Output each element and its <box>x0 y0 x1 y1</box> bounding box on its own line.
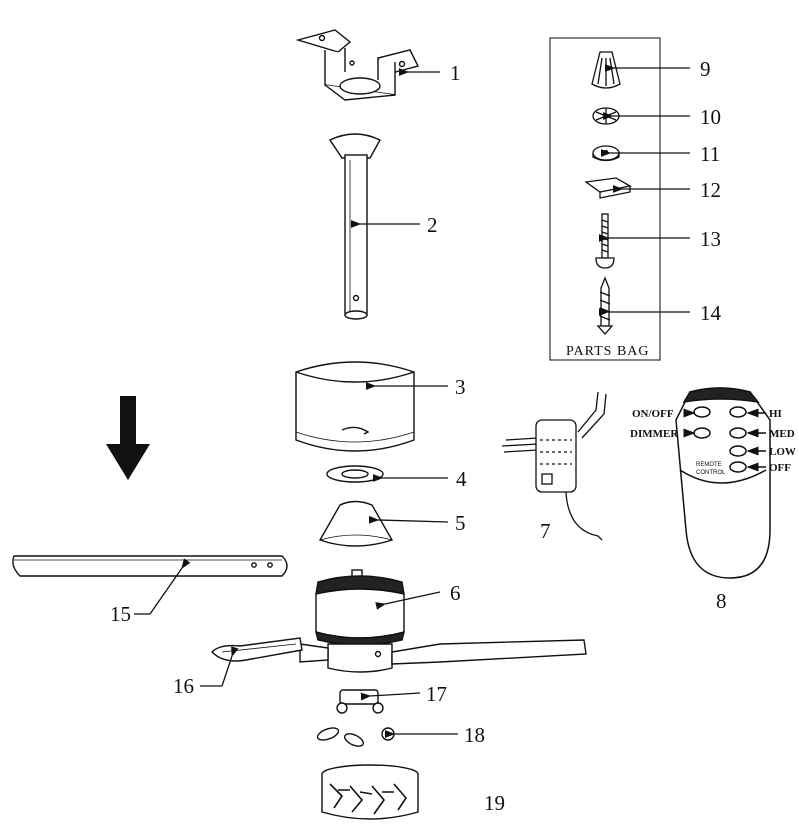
part-number-11: 11 <box>700 142 720 166</box>
canopy <box>295 361 415 452</box>
part-number-13: 13 <box>700 227 721 251</box>
part-number-3: 3 <box>455 375 466 399</box>
machine-screw <box>595 213 615 269</box>
wire-nut <box>591 51 621 89</box>
switch-housing <box>299 639 587 673</box>
remote-text-line2: CONTROL <box>696 470 726 476</box>
part-number-18: 18 <box>464 723 485 747</box>
wood-screw <box>596 276 614 335</box>
part-number-14: 14 <box>700 301 722 325</box>
part-number-1: 1 <box>450 61 461 85</box>
part-number-17: 17 <box>426 682 447 706</box>
remote-label-low: LOW <box>769 446 796 458</box>
blade-iron <box>211 637 303 662</box>
remote-label-med: MED <box>769 428 795 440</box>
light-kit-fitter <box>336 689 384 714</box>
part-number-9: 9 <box>700 57 711 81</box>
coupling-cover <box>318 500 394 547</box>
fan-blade <box>12 555 288 577</box>
part-number-2: 2 <box>427 213 438 237</box>
down-arrow-icon <box>106 396 150 480</box>
part-number-8: 8 <box>716 589 727 613</box>
parts-bag-box <box>549 37 661 361</box>
remote-text-line1: REMOTE <box>696 462 722 468</box>
remote-label-on-off: ON/OFF <box>632 408 674 420</box>
part-number-10: 10 <box>700 105 721 129</box>
remote-control <box>675 387 771 579</box>
part-number-7: 7 <box>540 519 551 543</box>
mounting-bracket <box>295 29 420 101</box>
part-number-19: 19 <box>484 791 505 815</box>
balancing-clip <box>584 177 632 199</box>
remote-label-off: OFF <box>769 462 791 474</box>
downrod <box>328 133 381 320</box>
parts-bag-label: PARTS BAG <box>566 344 650 359</box>
part-number-16: 16 <box>173 674 194 698</box>
part-number-5: 5 <box>455 511 466 535</box>
remote-label-hi: HI <box>769 408 782 420</box>
light-shade <box>321 764 419 820</box>
canopy-ring <box>326 465 384 483</box>
part-number-15: 15 <box>110 602 131 626</box>
receiver <box>501 391 607 541</box>
part-number-6: 6 <box>450 581 461 605</box>
part-number-4: 4 <box>456 467 467 491</box>
part-number-12: 12 <box>700 178 721 202</box>
motor-housing <box>315 569 405 646</box>
light-bulbs <box>316 727 395 747</box>
remote-label-dimmer: DIMMER <box>630 428 679 440</box>
